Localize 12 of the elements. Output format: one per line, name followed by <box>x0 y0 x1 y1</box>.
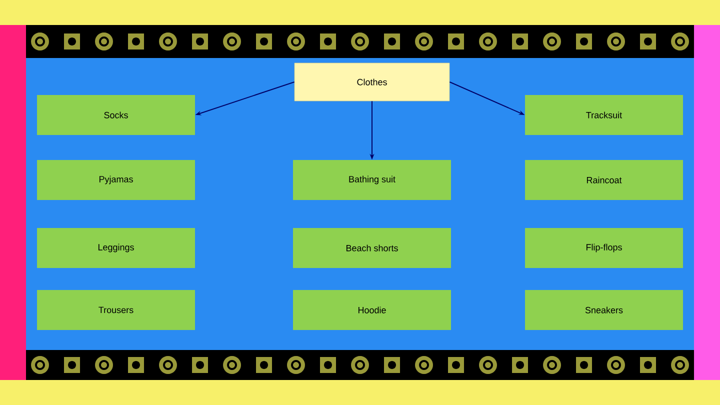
item-box: Hoodie <box>293 290 451 330</box>
item-box: Trousers <box>37 290 195 330</box>
item-box: Leggings <box>37 228 195 268</box>
item-box: Tracksuit <box>525 95 683 135</box>
item-box: Raincoat <box>525 160 683 200</box>
item-box: Beach shorts <box>293 228 451 268</box>
item-box: Bathing suit <box>293 160 451 200</box>
item-box: Sneakers <box>525 290 683 330</box>
title-box: Clothes <box>294 62 450 102</box>
item-box: Pyjamas <box>37 160 195 200</box>
item-box: Flip-flops <box>525 228 683 268</box>
item-box: Socks <box>37 95 195 135</box>
